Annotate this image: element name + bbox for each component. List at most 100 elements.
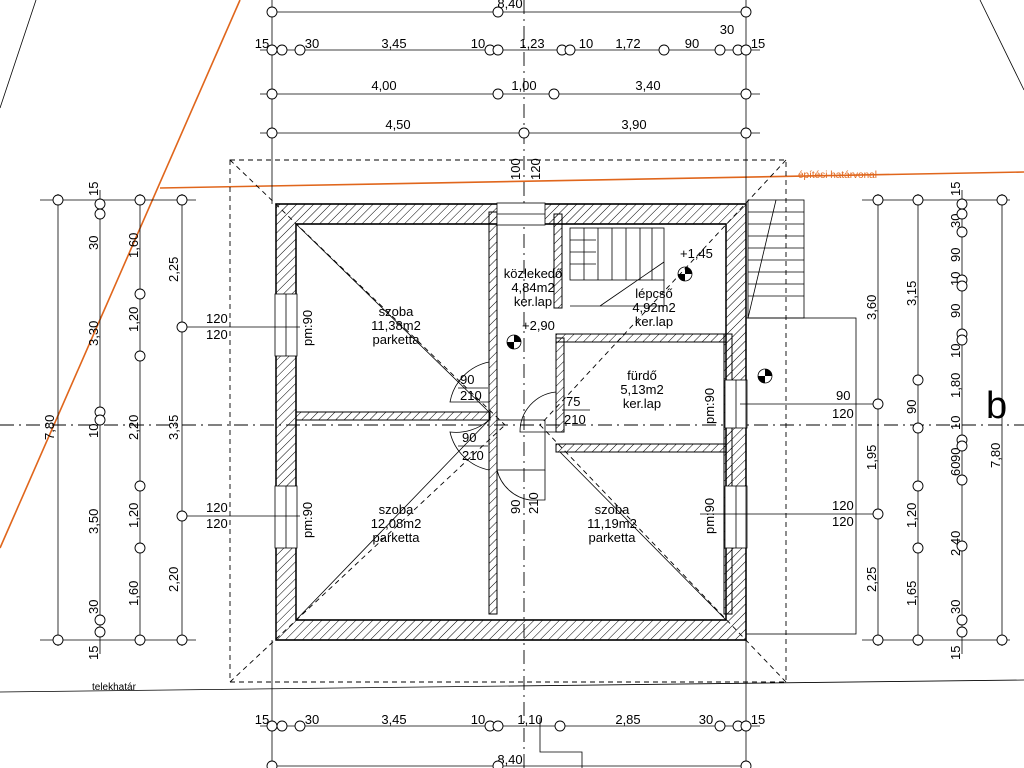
dim-bottom-row1: 15 — [751, 712, 765, 727]
room-floor: parketta — [373, 332, 421, 347]
dim-left-col2: 10 — [86, 424, 101, 438]
dim-right-col3: 10 — [948, 344, 963, 358]
window-width: 120 — [206, 500, 228, 515]
dim-axis-vertical: 100 — [508, 158, 523, 180]
room-floor: ker.lap — [514, 294, 552, 309]
dim-left-overall: 7,80 — [42, 415, 57, 440]
door-height: 210 — [460, 388, 482, 403]
building-line-label: építési határvonal — [798, 170, 877, 181]
dim-left-col3: 1,60 — [126, 581, 141, 606]
dim-left-col2: 3,30 — [86, 321, 101, 346]
dim-top-row1: 90 — [685, 36, 699, 51]
level-marker-icon — [677, 266, 693, 282]
dim-top-row1: 3,45 — [381, 36, 406, 51]
door-swings — [449, 361, 557, 501]
building-line — [159, 171, 1024, 189]
dim-top-row2: 4,00 — [371, 78, 396, 93]
dim-left-15: 15 — [86, 182, 101, 196]
pm-label: pm:90 — [300, 502, 315, 538]
room-floor: ker.lap — [635, 314, 673, 329]
bottom-dimensions: 15 30 3,45 10 1,10 2,85 30 15 8,40 — [255, 640, 765, 768]
dim-left-col4: 2,20 — [166, 567, 181, 592]
dim-top-row1: 1,23 — [519, 36, 544, 51]
room-floor: ker.lap — [623, 396, 661, 411]
dim-right-col3: 1,80 — [948, 373, 963, 398]
room-area: 4,92m2 — [632, 300, 675, 315]
room-name: fürdő — [627, 368, 657, 383]
parapet-labels: pm:90 pm:90 pm:90 pm:90 — [300, 310, 717, 538]
dim-left-col2: 30 — [86, 600, 101, 614]
room-area: 11,19m2 — [587, 516, 637, 531]
dim-top-row1: 15 — [751, 36, 765, 51]
room-name: közlekedő — [504, 266, 563, 281]
window-height: 120 — [206, 516, 228, 531]
dimension-bubbles — [872, 194, 1008, 646]
dim-left-col4: 2,25 — [166, 257, 181, 282]
dim-right-col1: 2,25 — [864, 567, 879, 592]
window-height: 120 — [832, 406, 854, 421]
dim-right-15: 15 — [948, 182, 963, 196]
diagonal-boundary-line — [0, 0, 241, 549]
dim-right-col3: 10 — [948, 416, 963, 430]
dim-axis-vertical: 120 — [528, 158, 543, 180]
room-name: lépcső — [635, 286, 673, 301]
door-labels: 90 210 90 210 75 210 90 210 — [458, 372, 590, 514]
room-floor: parketta — [373, 530, 421, 545]
pm-label: pm:90 — [300, 310, 315, 346]
dim-bottom-row1: 2,85 — [615, 712, 640, 727]
room-area: 12,08m2 — [371, 516, 422, 531]
dim-right-col2: 90 — [904, 400, 919, 414]
walls — [274, 202, 748, 641]
lot-line-label: telekhatár — [92, 682, 137, 693]
dim-right-15: 15 — [948, 646, 963, 660]
dim-top-row3: 3,90 — [621, 117, 646, 132]
window-callouts: 120 120 120 120 90 120 120 120 — [180, 311, 880, 531]
dim-left-col3: 1,20 — [126, 307, 141, 332]
dimension-bubbles — [266, 6, 752, 139]
level-marker-icon — [506, 334, 522, 350]
dim-top-row3: 4,50 — [385, 117, 410, 132]
dim-top-row1: 15 — [255, 36, 269, 51]
dim-right-col3: 60 — [948, 462, 963, 476]
room-name: szoba — [379, 304, 414, 319]
dim-top-row2: 1,00 — [511, 78, 536, 93]
dim-right-col3: 90 — [948, 448, 963, 462]
door-width: 90 — [460, 372, 474, 387]
room-name: szoba — [379, 502, 414, 517]
dim-bottom-row1: 3,45 — [381, 712, 406, 727]
level-markers: +1,45 +2,90 — [506, 246, 773, 384]
dim-bottom-row1: 15 — [255, 712, 269, 727]
dim-top-row1: 30 — [305, 36, 319, 51]
dim-right-col3: 90 — [948, 304, 963, 318]
dim-left-col4: 3,35 — [166, 415, 181, 440]
window-width: 120 — [206, 311, 228, 326]
room-area: 4,84m2 — [511, 280, 554, 295]
window-width: 90 — [836, 388, 850, 403]
door-width: 90 — [462, 430, 476, 445]
pm-label: pm:90 — [702, 388, 717, 424]
level-marker-icon — [757, 368, 773, 384]
top-dimensions: 8,40 15 30 3,45 10 1,23 10 1,72 90 30 15… — [255, 0, 765, 204]
window-width: 120 — [832, 498, 854, 513]
dim-right-overall: 7,80 — [988, 443, 1003, 468]
pm-label: pm:90 — [702, 498, 717, 534]
dim-right-col3: 90 — [948, 248, 963, 262]
door-height: 210 — [564, 412, 586, 427]
dim-top-overall: 8,40 — [497, 0, 522, 11]
dim-right-col2: 3,15 — [904, 281, 919, 306]
dimension-bubbles — [266, 720, 752, 768]
lot-line — [0, 679, 1024, 693]
stair — [569, 199, 857, 635]
room-area: 5,13m2 — [620, 382, 663, 397]
door-height: 210 — [526, 492, 541, 514]
dim-left-15: 15 — [86, 646, 101, 660]
dim-right-col1: 1,95 — [864, 445, 879, 470]
door-width: 75 — [566, 394, 580, 409]
dim-top-row2: 3,40 — [635, 78, 660, 93]
dim-top-row1: 30 — [720, 22, 734, 37]
site-lines: építési határvonal telekhatár — [0, 0, 1024, 693]
dim-right-col2: 1,65 — [904, 581, 919, 606]
room-area: 11,38m2 — [371, 318, 421, 333]
